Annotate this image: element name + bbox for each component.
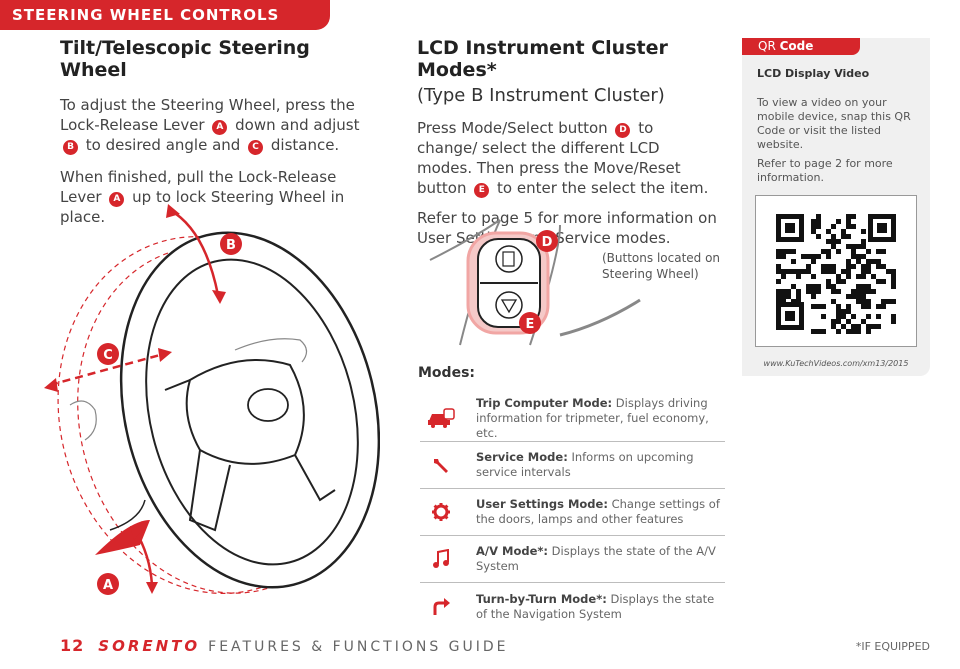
mode-name: Service Mode: xyxy=(476,450,568,464)
steering-wheel-illustration: B C A xyxy=(44,204,380,595)
qr-code-panel: QR Code LCD Display Video To view a vide… xyxy=(742,38,930,376)
steering-buttons-illustration: D E xyxy=(429,219,641,346)
mode-desc: Displays the state of the A/V System xyxy=(476,544,716,573)
mode-row-trip: Trip Computer Mode: Displays driving inf… xyxy=(420,395,725,442)
qr-url[interactable]: www.KuTechVideos.com/xm13/2015 xyxy=(763,359,909,368)
mode-name: A/V Mode*: xyxy=(476,544,548,558)
guide-title: FEATURES & FUNCTIONS GUIDE xyxy=(208,639,509,655)
badge-e: E xyxy=(474,183,490,198)
badge-b: B xyxy=(63,140,78,155)
fig-badge-e: E xyxy=(526,317,535,332)
qr-code-image[interactable] xyxy=(756,196,916,346)
move-reset-button xyxy=(495,291,523,319)
music-note-icon xyxy=(420,549,462,569)
model-name: SORENTO xyxy=(98,637,201,655)
badge-a-2: A xyxy=(109,192,125,207)
mode-row-service: Service Mode: Informs on upcoming servic… xyxy=(420,442,725,489)
lcd-section: LCD Instrument Cluster Modes* (Type B In… xyxy=(417,37,717,258)
mode-select-button xyxy=(495,245,523,273)
lcd-title: LCD Instrument Cluster Modes* xyxy=(417,37,668,81)
mode-row-av: A/V Mode*: Displays the state of the A/V… xyxy=(420,536,725,583)
if-equipped-note: *IF EQUIPPED xyxy=(855,640,930,653)
tilt-paragraph-1: To adjust the Steering Wheel, press the … xyxy=(60,96,360,155)
mode-name: Turn-by-Turn Mode*: xyxy=(476,591,607,606)
turn-arrow-icon xyxy=(420,597,462,617)
wheel-badge-b: B xyxy=(226,238,236,253)
badge-a: A xyxy=(212,120,228,135)
mode-row-user-settings: User Settings Mode: Change settings of t… xyxy=(420,489,725,536)
mode-row-turn-by-turn: Turn-by-Turn Mode*: Displays the state o… xyxy=(420,583,725,630)
badge-d: D xyxy=(615,123,631,138)
mode-name: Trip Computer Mode: xyxy=(476,395,613,410)
wrench-icon xyxy=(420,455,462,475)
modes-list: Trip Computer Mode: Displays driving inf… xyxy=(420,395,725,630)
tilt-paragraph-2: When finished, pull the Lock-Release Lev… xyxy=(60,168,345,226)
qr-paragraph-1: To view a video on your mobile device, s… xyxy=(757,96,911,151)
page-footer: 12 SORENTO FEATURES & FUNCTIONS GUIDE xyxy=(60,636,509,655)
page-number: 12 xyxy=(60,636,85,655)
wheel-badge-c: C xyxy=(103,348,113,363)
badge-c: C xyxy=(248,140,264,155)
mode-desc: Change settings of the doors, lamps and … xyxy=(476,497,720,526)
qr-paragraph-2: Refer to page 2 for more information. xyxy=(757,157,893,184)
mode-name: User Settings Mode: xyxy=(476,497,608,511)
car-meter-icon xyxy=(420,407,462,429)
buttons-caption: (Buttons located on Steering Wheel) xyxy=(602,251,721,281)
qr-tab: QR Code xyxy=(742,38,860,55)
section-header-tab: STEERING WHEEL CONTROLS xyxy=(0,0,330,30)
qr-title: LCD Display Video xyxy=(757,67,870,80)
tilt-title: Tilt/Telescopic Steering Wheel xyxy=(60,37,310,81)
qr-code-frame xyxy=(755,195,917,347)
tilt-section: Tilt/Telescopic Steering Wheel To adjust… xyxy=(60,37,360,239)
lcd-subtitle: (Type B Instrument Cluster) xyxy=(417,85,665,106)
modes-title: Modes: xyxy=(418,365,475,381)
mode-desc: Displays driving information for tripmet… xyxy=(476,395,709,440)
mode-desc: Informs on upcoming service intervals xyxy=(476,450,694,479)
fig-badge-d: D xyxy=(542,235,553,250)
lcd-paragraph-1: Press Mode/Select button D to change/ se… xyxy=(417,119,709,198)
gear-icon xyxy=(420,502,462,522)
wheel-badge-a: A xyxy=(103,578,113,593)
mode-desc: Displays the state of the Navigation Sys… xyxy=(476,591,715,621)
